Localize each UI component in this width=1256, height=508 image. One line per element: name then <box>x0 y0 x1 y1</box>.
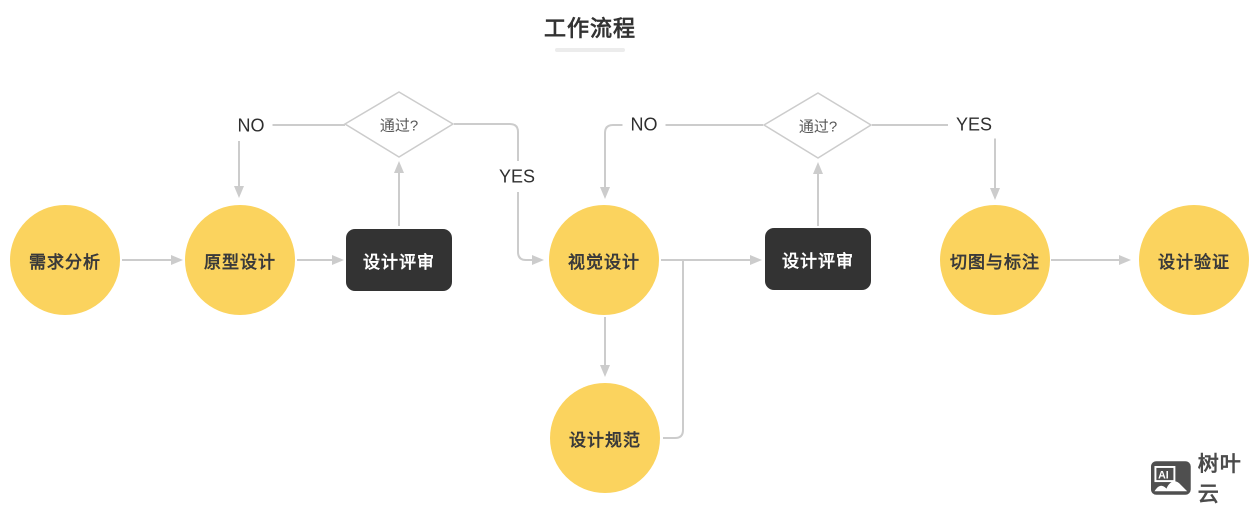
decision1-diamond <box>343 91 455 158</box>
page-title: 工作流程 <box>543 16 637 41</box>
flow-node-requirements: 需求分析 <box>10 205 120 315</box>
watermark-icon-text: AI <box>1158 469 1169 481</box>
flow-node-spec: 设计规范 <box>550 383 660 493</box>
node-label: 原型设计 <box>204 252 276 272</box>
node-label: 视觉设计 <box>568 252 640 272</box>
edge-label-yes1: YES <box>490 163 544 191</box>
node-label: 设计验证 <box>1158 252 1230 272</box>
node-label: 设计评审 <box>782 251 854 271</box>
node-label: 设计评审 <box>363 252 435 272</box>
flow-node-visual: 视觉设计 <box>549 205 659 315</box>
edge-decision1-yes-to-visual <box>517 192 544 265</box>
decision2-diamond <box>762 92 873 159</box>
edge-spec-merge-to-review2 <box>663 261 684 439</box>
flow-node-prototype: 原型设计 <box>185 205 295 315</box>
node-label: 设计规范 <box>569 430 641 450</box>
decision2-label: 通过? <box>798 118 838 136</box>
edge-label-no2: NO <box>622 111 666 139</box>
flow-node-review2: 设计评审 <box>765 228 871 290</box>
edge-decision1-yes-upper <box>454 123 519 161</box>
watermark-brand-text: 树叶云 <box>1197 453 1242 506</box>
flow-node-review1: 设计评审 <box>346 229 452 291</box>
ai-picture-icon: AI <box>1151 461 1191 495</box>
edge-label-no1: NO <box>229 112 273 140</box>
edge-decision2-no-to-visual <box>600 124 626 199</box>
edge-label-yes2: YES <box>947 111 1001 139</box>
node-label: 需求分析 <box>29 252 101 272</box>
flow-node-slicing: 切图与标注 <box>940 205 1050 315</box>
watermark-logo: AI 树叶云 <box>1151 448 1256 508</box>
flow-node-verification: 设计验证 <box>1139 205 1249 315</box>
title-underline <box>555 48 625 52</box>
decision1-label: 通过? <box>379 117 419 135</box>
node-label: 切图与标注 <box>950 252 1040 272</box>
